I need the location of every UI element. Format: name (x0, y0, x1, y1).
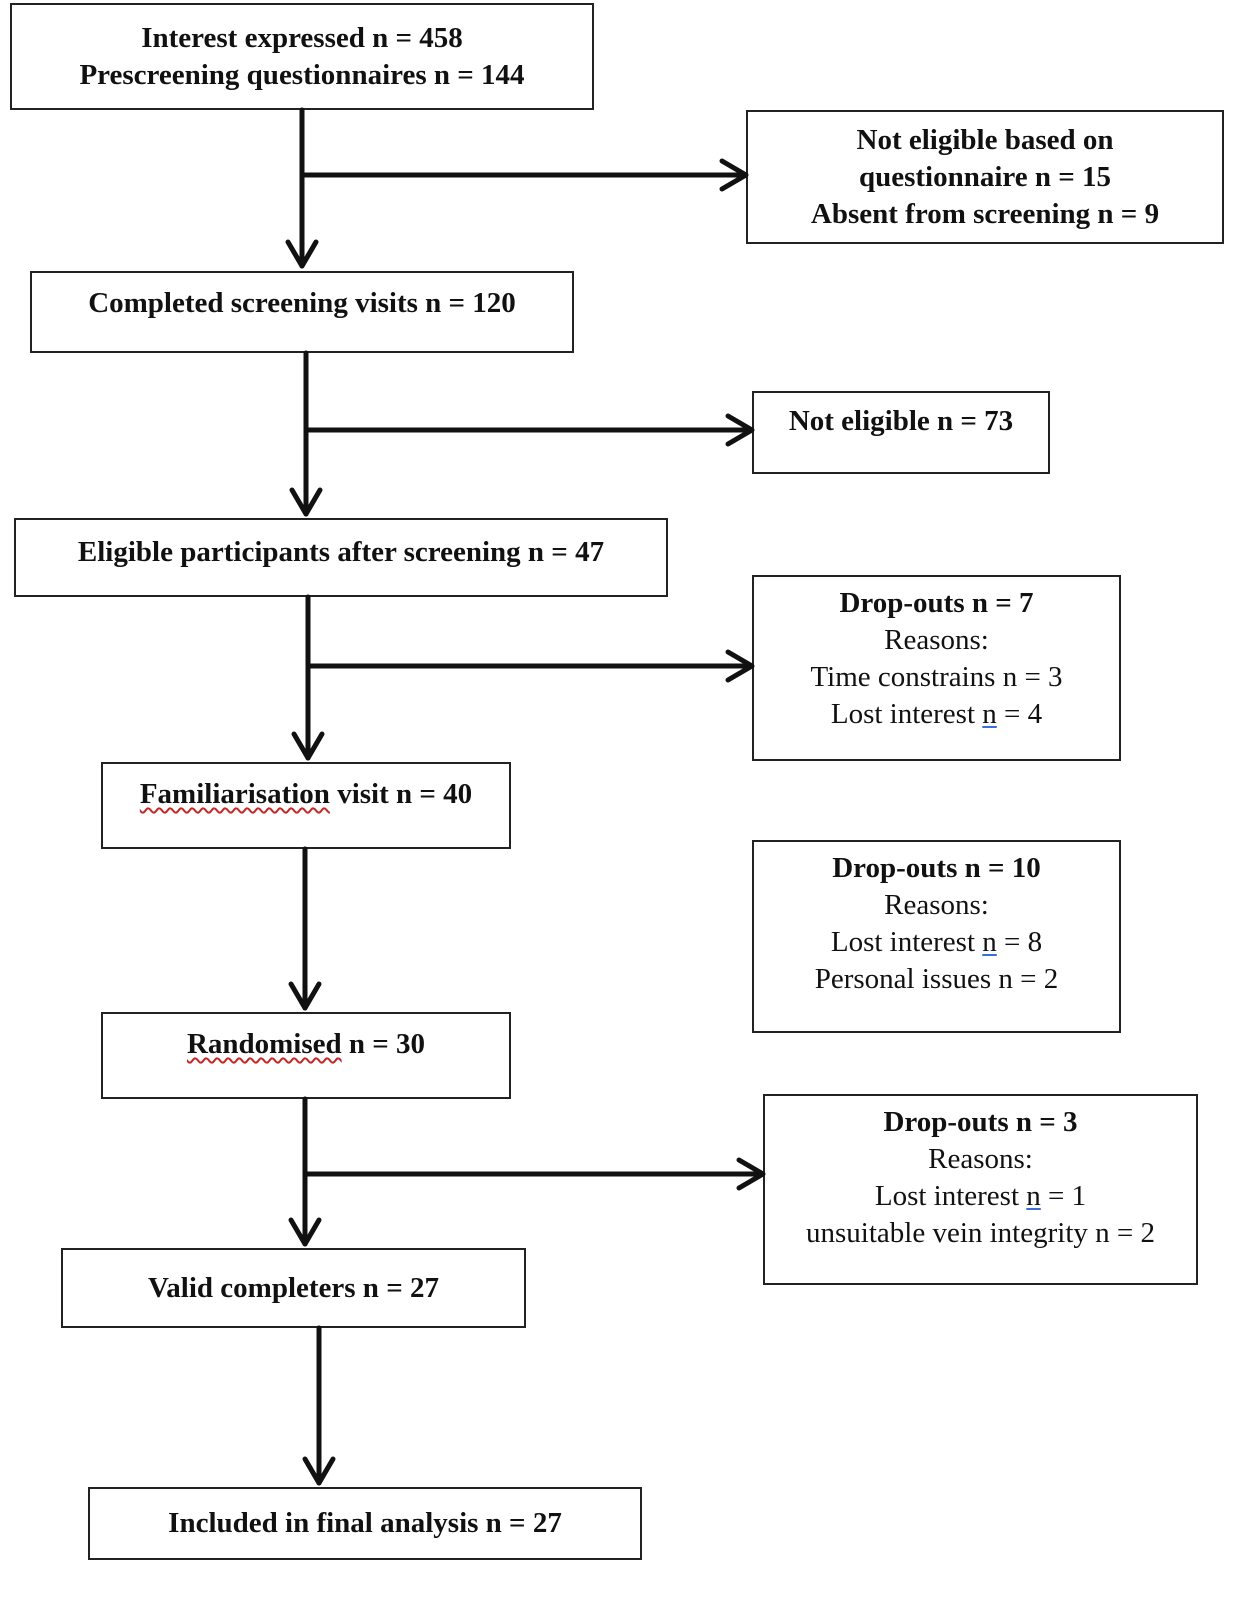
dropouts-2-r1a: Lost interest (830, 926, 983, 958)
arrowhead-dropouts-3 (736, 1157, 766, 1191)
familiarisation-rest: visit n = 40 (329, 778, 473, 810)
dropouts-3-reason-vein: unsuitable vein integrity n = 2 (806, 1217, 1155, 1249)
arrowhead-final (302, 1456, 336, 1486)
arrowhead-not-eligible (725, 413, 755, 447)
box-not-eligible: Not eligible n = 73 (752, 391, 1050, 474)
dropouts-2-reasons: Reasons: (884, 889, 989, 921)
not-eligible-q-line1: Not eligible based on (856, 123, 1114, 156)
box-familiarisation-visit: Familiarisation visit n = 40 (101, 762, 511, 849)
dropouts-3-reasons: Reasons: (928, 1143, 1033, 1175)
dropouts-2-r1n: n (982, 926, 997, 958)
arrowhead-screening (285, 239, 319, 269)
familiarisation-word: Familiarisation (139, 778, 330, 810)
completed-screening-text: Completed screening visits n = 120 (88, 287, 516, 319)
box-dropouts-2: Drop-outs n = 10 Reasons: Lost interest … (752, 840, 1121, 1033)
dropouts-2-title: Drop-outs n = 10 (832, 852, 1041, 884)
randomised-rest: n = 30 (341, 1028, 426, 1060)
dropouts-1-r2b: = 4 (996, 698, 1043, 730)
dropouts-1-r2a: Lost interest (830, 698, 983, 730)
randomised-word: Randomised (186, 1028, 342, 1060)
not-eligible-text: Not eligible n = 73 (788, 405, 1014, 437)
arrowhead-completers (288, 1217, 322, 1247)
box-dropouts-1: Drop-outs n = 7 Reasons: Time constrains… (752, 575, 1121, 761)
arrowhead-not-eligible-q (719, 158, 749, 192)
dropouts-3-title: Drop-outs n = 3 (883, 1106, 1078, 1138)
dropouts-1-reason-time: Time constrains n = 3 (810, 661, 1063, 693)
prescreening-text: Prescreening questionnaires n = 144 (79, 58, 525, 91)
box-valid-completers: Valid completers n = 27 (61, 1248, 526, 1328)
familiarisation-text: Familiarisation visit n = 40 (140, 776, 472, 813)
box-completed-screening: Completed screening visits n = 120 (30, 271, 574, 353)
dropouts-1-reasons: Reasons: (884, 624, 989, 656)
interest-expressed-text: Interest expressed n = 458 (141, 21, 463, 54)
dropouts-3-reason-interest: Lost interest n = 1 (875, 1178, 1086, 1215)
arrowhead-familiarisation (291, 731, 325, 761)
box-final-analysis: Included in final analysis n = 27 (88, 1487, 642, 1560)
dropouts-1-title: Drop-outs n = 7 (839, 587, 1034, 619)
box-eligible-participants: Eligible participants after screening n … (14, 518, 668, 597)
arrowhead-randomised (288, 981, 322, 1011)
dropouts-1-r2n: n (982, 698, 997, 730)
absent-screening-line: Absent from screening n = 9 (810, 197, 1160, 230)
dropouts-2-reason-personal: Personal issues n = 2 (814, 963, 1059, 995)
arrowhead-dropouts-1 (725, 649, 755, 683)
dropouts-3-r1b: = 1 (1040, 1180, 1087, 1212)
eligible-participants-text: Eligible participants after screening n … (77, 536, 605, 568)
final-analysis-text: Included in final analysis n = 27 (168, 1507, 562, 1539)
randomised-text: Randomised n = 30 (187, 1026, 425, 1063)
dropouts-3-r1n: n (1026, 1180, 1041, 1212)
not-eligible-q-line2: questionnaire n = 15 (858, 160, 1112, 193)
arrowhead-eligible (289, 487, 323, 517)
dropouts-2-r1b: = 8 (996, 926, 1043, 958)
valid-completers-text: Valid completers n = 27 (148, 1271, 439, 1304)
dropouts-1-reason-interest: Lost interest n = 4 (831, 696, 1042, 733)
box-interest-expressed: Interest expressed n = 458 Prescreening … (10, 3, 594, 110)
dropouts-2-reason-interest: Lost interest n = 8 (831, 924, 1042, 961)
dropouts-3-r1a: Lost interest (874, 1180, 1027, 1212)
box-dropouts-3: Drop-outs n = 3 Reasons: Lost interest n… (763, 1094, 1198, 1285)
box-not-eligible-questionnaire: Not eligible based on questionnaire n = … (746, 110, 1224, 244)
box-randomised: Randomised n = 30 (101, 1012, 511, 1099)
